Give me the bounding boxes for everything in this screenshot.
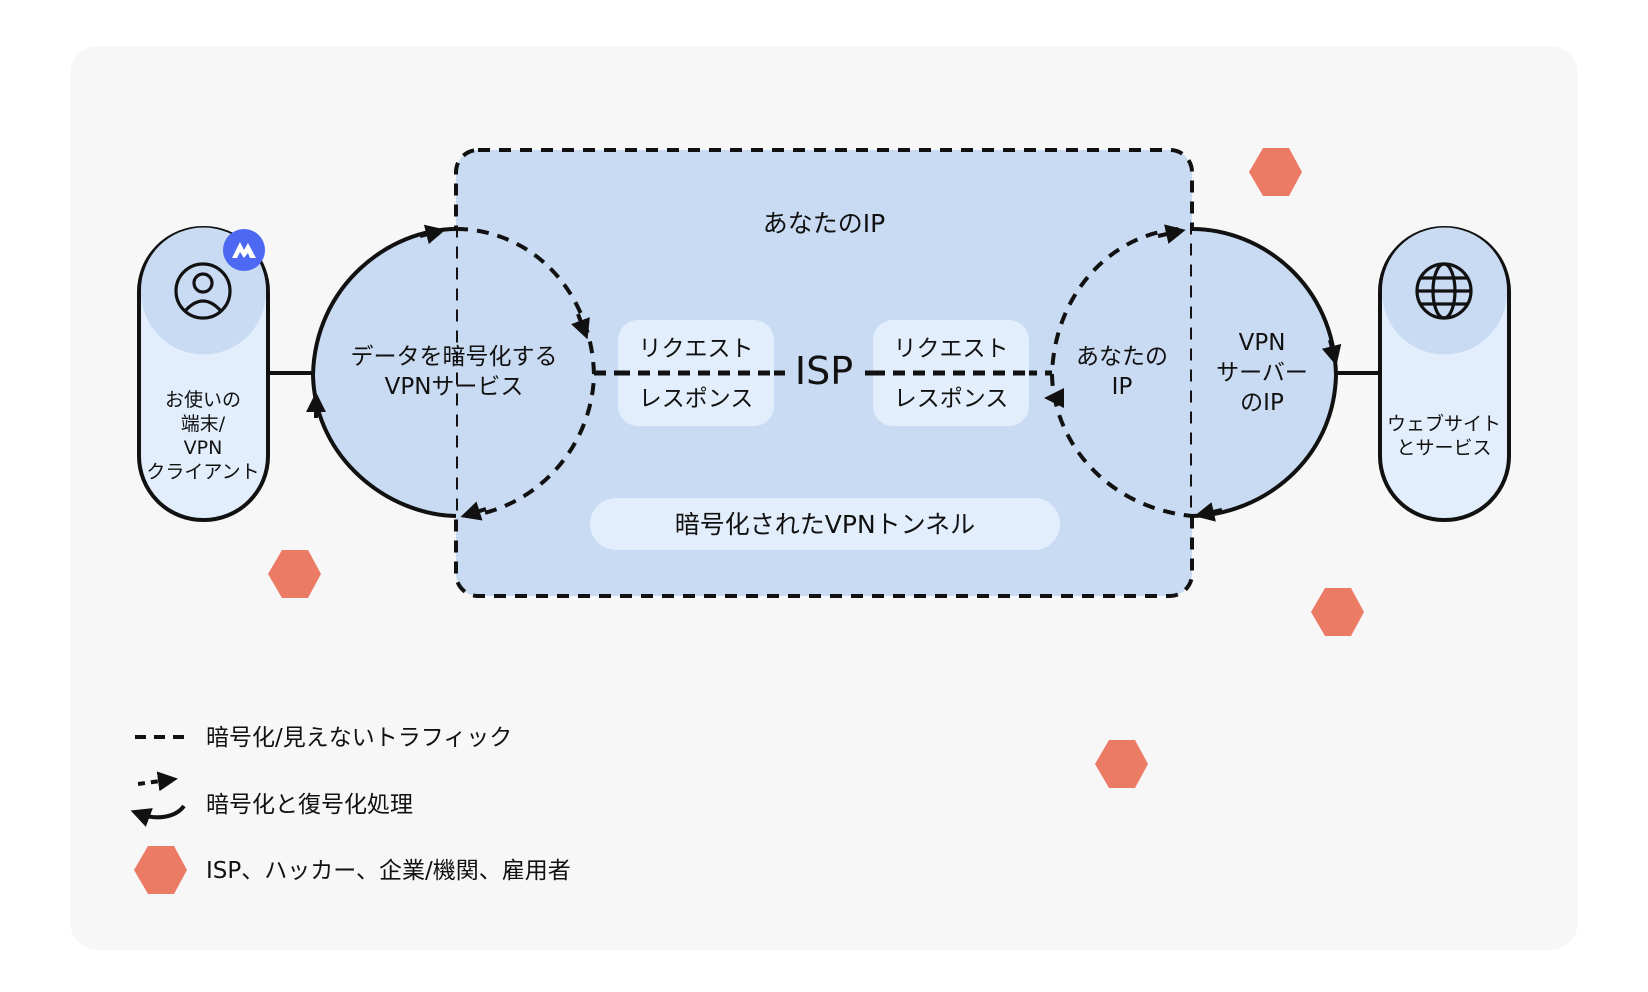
encrypt-circle-dashed-arc	[455, 227, 597, 518]
threat-hexagon-1	[1249, 148, 1302, 196]
legend-label-2: 暗号化と復号化処理	[206, 792, 413, 818]
request-response-box-right: リクエスト レスポンス	[873, 320, 1029, 426]
device-label-2: 端末/	[181, 413, 226, 435]
tunnel-label: 暗号化されたVPNトンネル	[675, 510, 975, 539]
website-label-1: ウェブサイト	[1387, 412, 1501, 435]
server-circle-fill	[1192, 229, 1336, 516]
user-icon	[174, 262, 232, 320]
website-label-2: とサービス	[1396, 437, 1491, 459]
response-label-left: レスポンス	[639, 386, 754, 412]
globe-icon	[1415, 262, 1473, 320]
server-outer-label-1: VPN	[1239, 330, 1286, 356]
website-pill: ウェブサイト とサービス	[1378, 226, 1511, 522]
device-label-4: クライアント	[146, 461, 259, 483]
hexagon-icon	[134, 846, 187, 894]
threat-hexagon-3	[1311, 588, 1364, 636]
server-circle-outline	[1191, 227, 1339, 518]
legend-label-3: ISP、ハッカー、企業/機関、雇用者	[206, 858, 571, 884]
isp-label: ISP	[795, 349, 853, 393]
encrypt-service-label-1: データを暗号化する	[351, 344, 558, 370]
legend: 暗号化/見えないトラフィック 暗号化と復号化処理 ISP、ハッカー、企業/機関、…	[130, 725, 571, 894]
server-arrow-bottom	[1194, 502, 1223, 522]
server-inner-label-1: あなたの	[1076, 344, 1168, 370]
encrypt-circle-solid-arc	[313, 229, 456, 516]
encrypt-arrow-right	[571, 313, 590, 340]
threat-hexagon-2	[268, 550, 321, 598]
server-outer-label-2: サーバー	[1216, 360, 1308, 386]
server-arrow-right	[1321, 339, 1342, 366]
cycle-arrows-icon	[130, 771, 186, 827]
legend-label-1: 暗号化/見えないトラフィック	[206, 725, 512, 751]
server-inner-label-2: IP	[1112, 374, 1133, 400]
encrypt-service-label-2: VPNサービス	[385, 374, 524, 400]
device-pill: お使いの 端末/ VPN クライアント	[137, 226, 270, 522]
device-label-1: お使いの	[165, 389, 241, 411]
response-label-right: レスポンス	[894, 386, 1009, 412]
encrypt-arrow-top	[419, 224, 446, 245]
request-label-left: リクエスト	[639, 336, 754, 362]
your-ip-label: あなたのIP	[763, 209, 885, 238]
encrypt-arrow-bottom	[460, 501, 487, 521]
server-arrow-top	[1157, 224, 1186, 244]
device-label-3: VPN	[184, 437, 223, 459]
tunnel-label-pill	[590, 498, 1060, 550]
request-label-right: リクエスト	[894, 336, 1009, 362]
server-outer-label-3: のIP	[1240, 390, 1284, 416]
encrypt-circle-outline	[310, 227, 457, 518]
vpn-logo-icon	[223, 229, 265, 271]
threat-hexagon-4	[1095, 740, 1148, 788]
request-response-box-left: リクエスト レスポンス	[618, 320, 774, 426]
